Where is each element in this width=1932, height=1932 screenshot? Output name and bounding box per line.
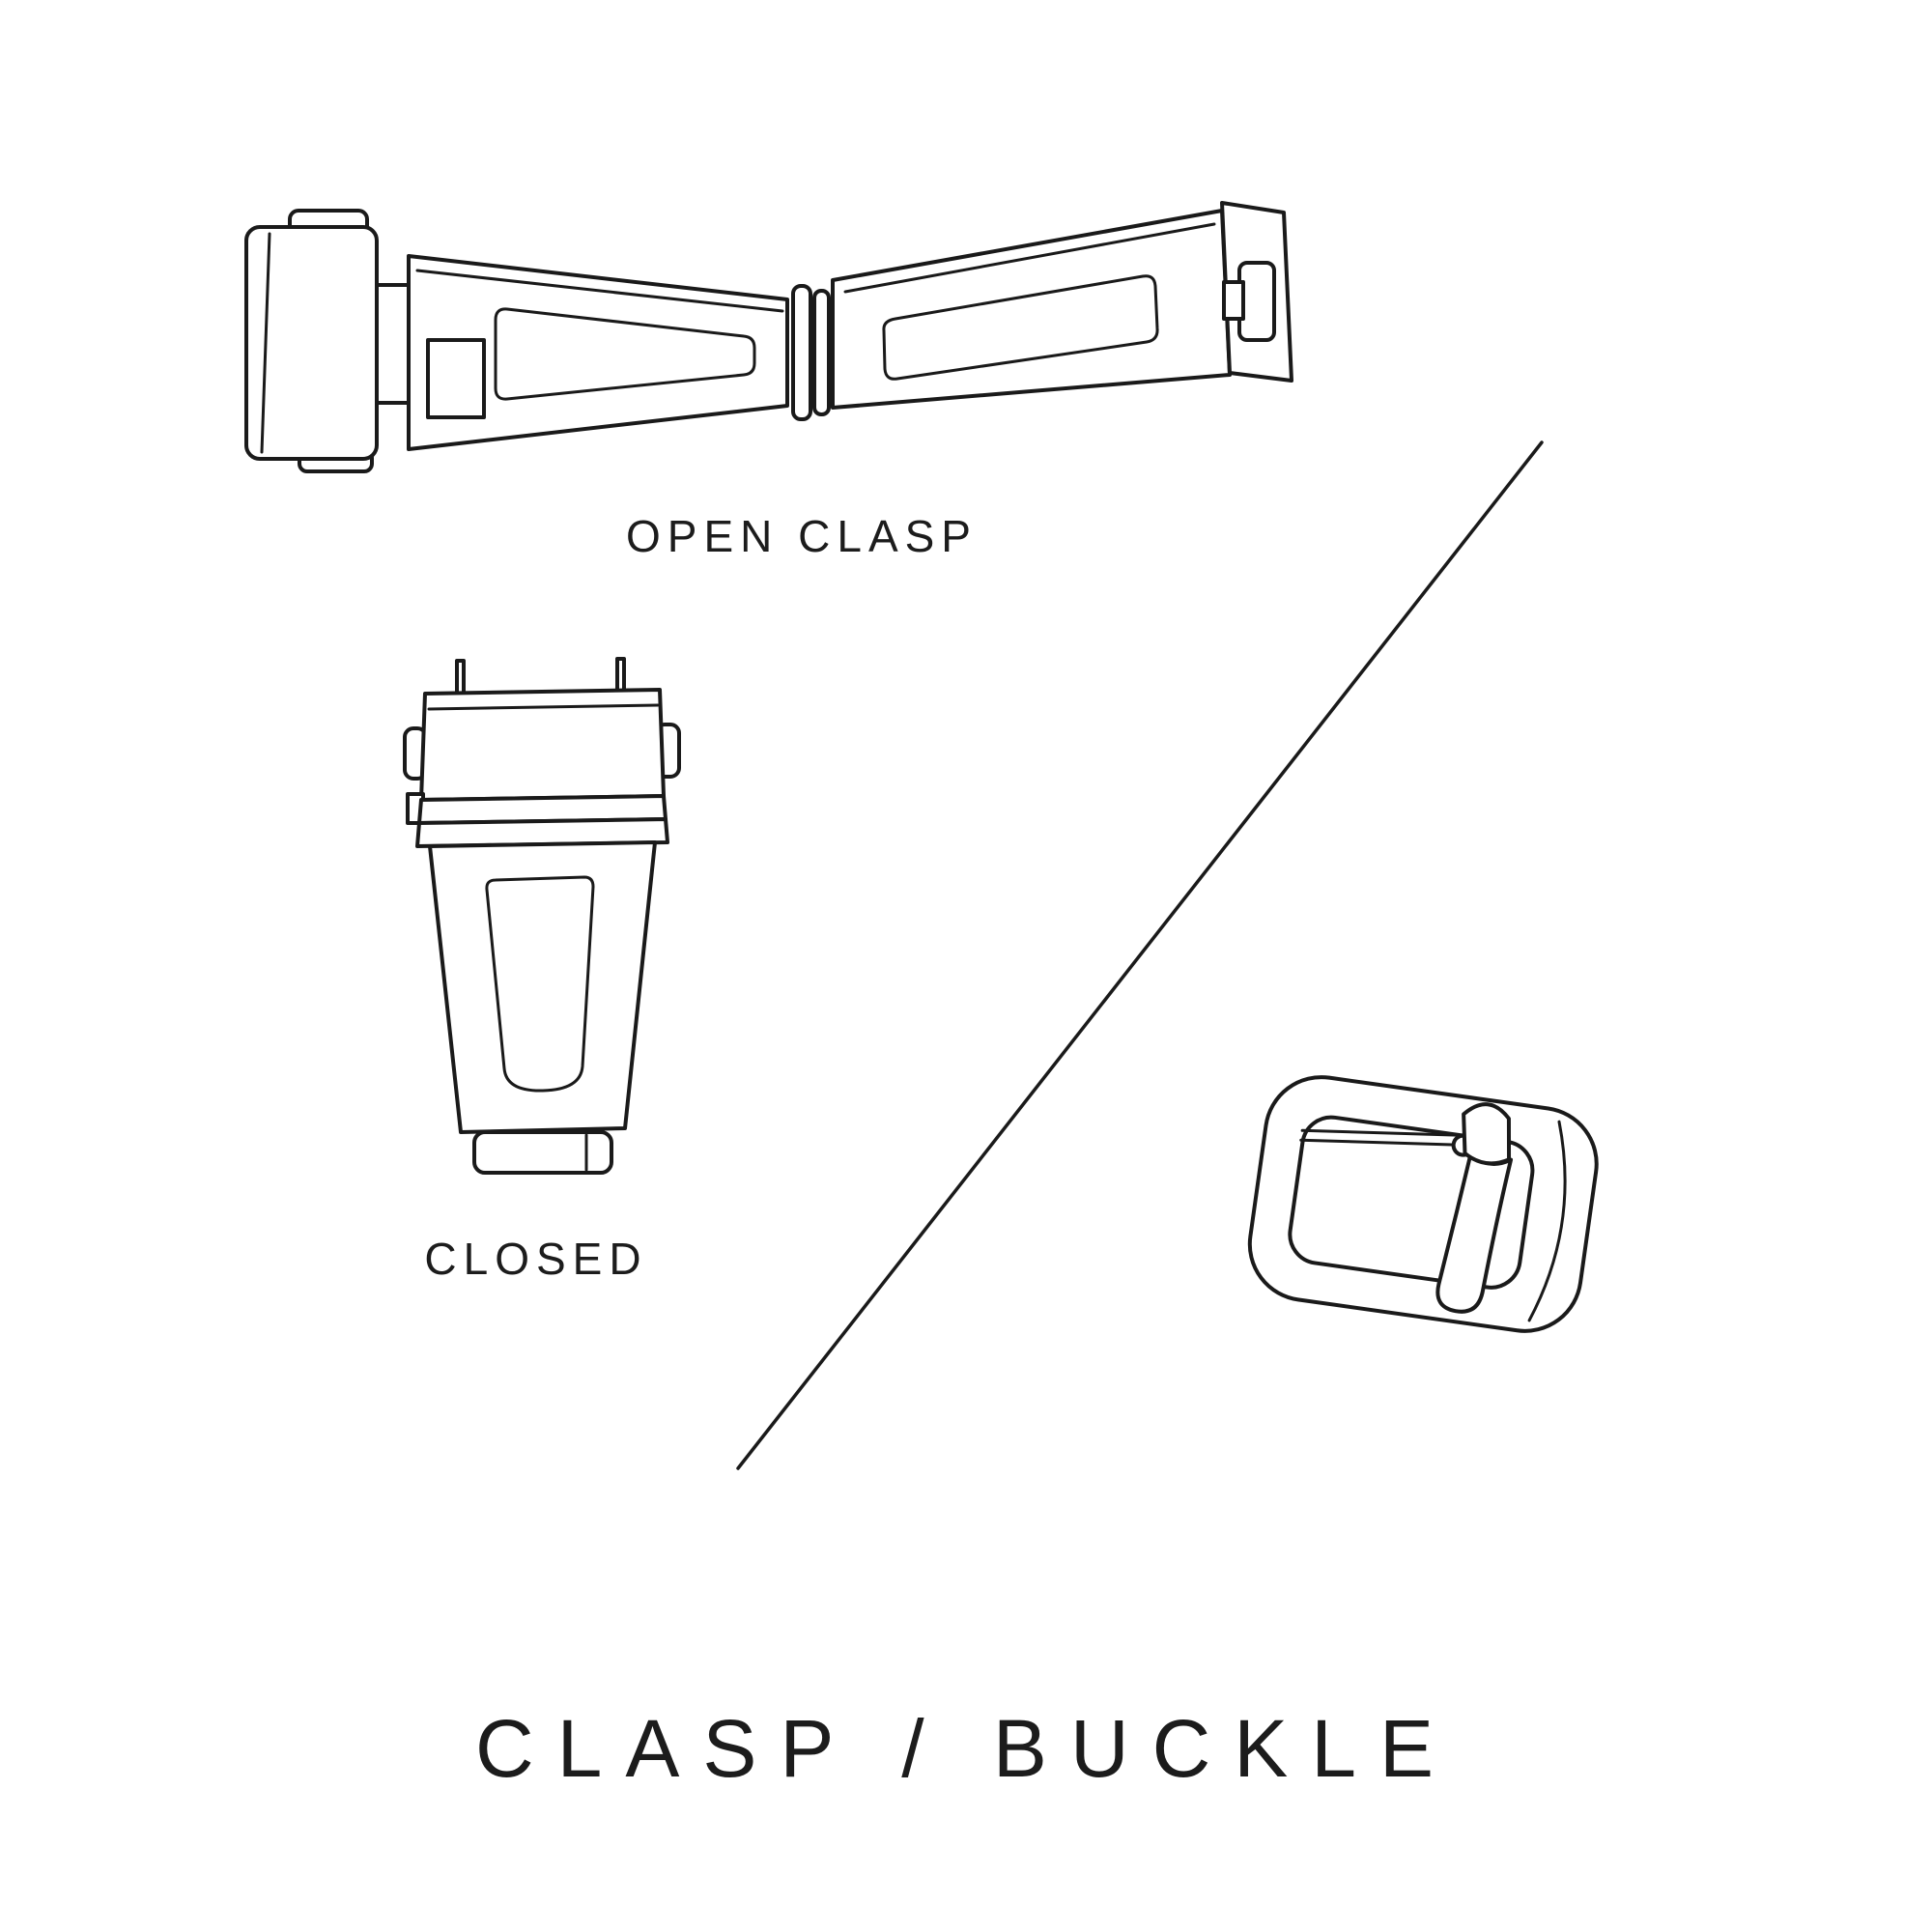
closed-clasp-label: CLOSED xyxy=(424,1234,648,1284)
page-title: CLASP / BUCKLE xyxy=(474,1703,1458,1794)
open-clasp-label: OPEN CLASP xyxy=(626,511,978,561)
figure-open-clasp xyxy=(217,174,1299,502)
open-clasp-illustration xyxy=(244,201,1293,473)
pin-buckle-illustration xyxy=(1247,1075,1599,1333)
closed-clasp-illustration xyxy=(403,657,681,1175)
diagonal-divider-line xyxy=(736,440,1544,1470)
figure-closed-clasp xyxy=(382,653,700,1194)
figure-buckle xyxy=(1225,1055,1640,1393)
